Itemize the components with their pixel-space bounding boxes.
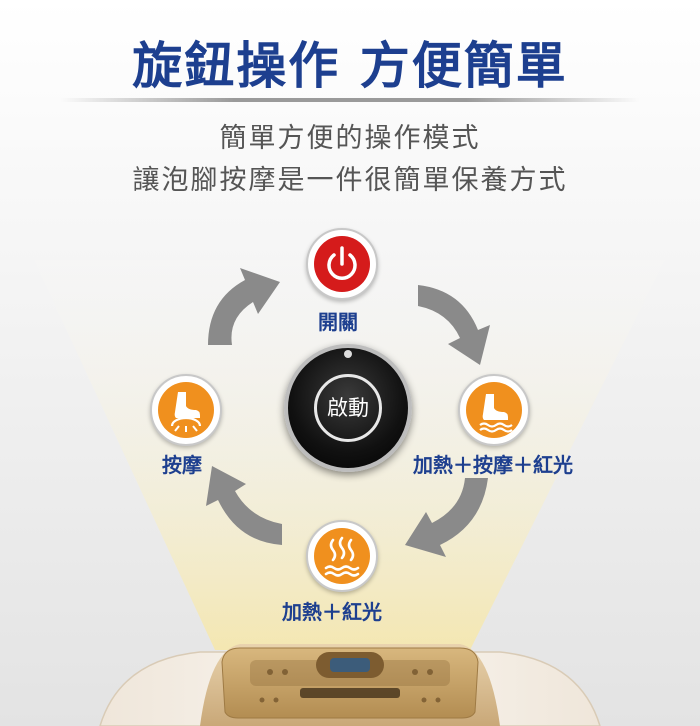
heat-massage-light-mode[interactable]: [458, 374, 530, 446]
power-icon: [314, 236, 370, 292]
arrow-top-left: [208, 268, 280, 345]
heat-waves-icon: [314, 528, 370, 584]
foot-massage-icon: [158, 382, 214, 438]
knob-ring: [314, 374, 382, 442]
foot-spa-machine: [99, 644, 601, 726]
arrow-bottom-right: [405, 478, 488, 557]
arrow-bottom-left: [206, 466, 282, 545]
heat-light-label: 加熱＋紅光: [282, 600, 382, 624]
title-divider: [60, 98, 640, 102]
massage-label: 按摩: [162, 453, 202, 477]
knob-indicator: [344, 350, 352, 358]
subtitle-line-1: 簡單方便的操作模式: [219, 123, 481, 154]
heat-massage-light-label: 加熱＋按摩＋紅光: [413, 453, 573, 477]
start-knob[interactable]: 啟動: [284, 344, 412, 472]
power-label: 開關: [318, 310, 358, 334]
foot-heat-icon: [466, 382, 522, 438]
knob-label: 啟動: [327, 396, 369, 420]
power-button[interactable]: [306, 228, 378, 300]
subtitle-line-2: 讓泡腳按摩是一件很簡單保養方式: [132, 165, 568, 196]
arrow-top-right: [418, 285, 490, 365]
page-title: 旋鈕操作 方便簡單: [132, 37, 568, 95]
massage-mode[interactable]: [150, 374, 222, 446]
heat-light-mode[interactable]: [306, 520, 378, 592]
